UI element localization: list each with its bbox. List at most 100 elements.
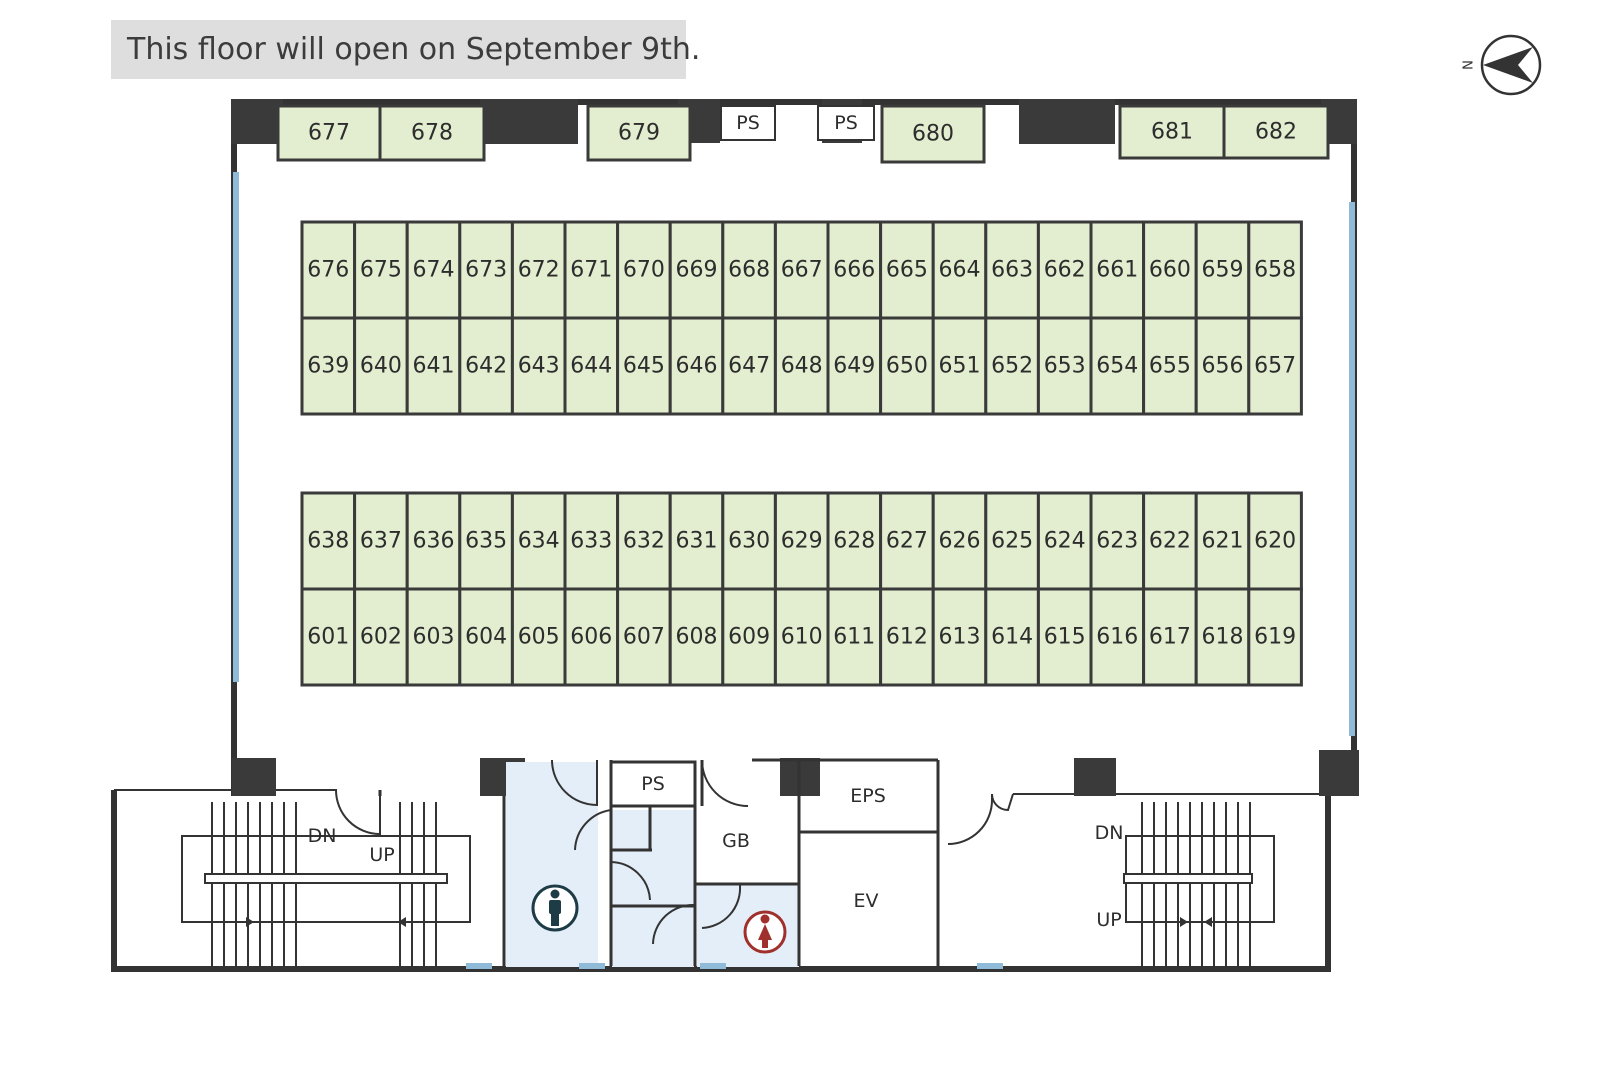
unit-number: 682 (1255, 120, 1297, 145)
unit-number: 645 (623, 354, 665, 379)
service-core (111, 750, 1359, 972)
stair-left-dn: DN (308, 825, 337, 847)
unit-611: 611 (826, 587, 883, 687)
unit-number: 680 (912, 122, 954, 147)
unit-664: 664 (931, 220, 988, 320)
unit-615: 615 (1036, 587, 1093, 687)
unit-620: 620 (1247, 491, 1303, 591)
gb-room-label: GB (722, 830, 750, 852)
unit-661: 661 (1089, 220, 1146, 320)
unit-666: 666 (826, 220, 883, 320)
unit-number: 604 (465, 625, 507, 650)
unit-606: 606 (563, 587, 620, 687)
unit-647: 647 (721, 316, 777, 416)
unit-614: 614 (984, 587, 1040, 687)
unit-number: 642 (465, 354, 507, 379)
ev-room-label: EV (853, 890, 878, 912)
unit-number: 626 (939, 529, 981, 554)
unit-number: 621 (1202, 529, 1244, 554)
unit-number: 607 (623, 625, 665, 650)
unit-number: 622 (1149, 529, 1191, 554)
unit-617: 617 (1142, 587, 1198, 687)
stair-right: DN UP (1095, 802, 1275, 968)
unit-number: 661 (1096, 258, 1138, 283)
stair-left: DN UP (181, 802, 471, 968)
unit-number: 652 (991, 354, 1033, 379)
unit-number: 605 (518, 625, 560, 650)
svg-text:PS: PS (736, 112, 760, 134)
unit-number: 644 (570, 354, 612, 379)
unit-number: 654 (1096, 354, 1138, 379)
unit-number: 655 (1149, 354, 1191, 379)
unit-616: 616 (1089, 587, 1146, 687)
unit-675: 675 (353, 220, 409, 320)
unit-number: 674 (413, 258, 455, 283)
unit-646: 646 (668, 316, 725, 416)
unit-673: 673 (458, 220, 514, 320)
unit-number: 617 (1149, 625, 1191, 650)
ps-room-top-2: PS (817, 105, 875, 141)
unit-number: 606 (570, 625, 612, 650)
unit-number: 678 (411, 121, 453, 146)
unit-671: 671 (563, 220, 620, 320)
unit-number: 643 (518, 354, 560, 379)
unit-number: 640 (360, 354, 402, 379)
unit-645: 645 (616, 316, 672, 416)
unit-676: 676 (300, 220, 357, 320)
unit-649: 649 (826, 316, 883, 416)
unit-650: 650 (879, 316, 935, 416)
opening-notice: This floor will open on September 9th. (111, 20, 700, 79)
unit-number: 657 (1254, 354, 1296, 379)
unit-number: 671 (570, 258, 612, 283)
unit-663: 663 (984, 220, 1040, 320)
unit-602: 602 (353, 587, 409, 687)
unit-623: 623 (1089, 491, 1146, 591)
unit-633: 633 (563, 491, 620, 591)
unit-682: 682 (1222, 104, 1330, 160)
unit-674: 674 (405, 220, 462, 320)
unit-number: 670 (623, 258, 665, 283)
svg-text:PS: PS (834, 112, 858, 134)
unit-number: 611 (833, 625, 875, 650)
unit-605: 605 (510, 587, 567, 687)
unit-667: 667 (773, 220, 830, 320)
unit-631: 631 (668, 491, 725, 591)
unit-632: 632 (616, 491, 672, 591)
unit-number: 636 (413, 529, 455, 554)
unit-643: 643 (510, 316, 567, 416)
unit-number: 664 (939, 258, 981, 283)
main-hall-walls (231, 99, 1357, 796)
unit-number: 612 (886, 625, 928, 650)
unit-number: 619 (1254, 625, 1296, 650)
unit-number: 616 (1096, 625, 1138, 650)
unit-642: 642 (458, 316, 514, 416)
stair-left-up: UP (369, 844, 394, 866)
unit-608: 608 (668, 587, 725, 687)
unit-659: 659 (1194, 220, 1251, 320)
unit-number: 631 (676, 529, 718, 554)
unit-652: 652 (984, 316, 1040, 416)
womens-restroom-icon (743, 910, 787, 954)
stair-right-up: UP (1096, 909, 1121, 931)
unit-635: 635 (458, 491, 514, 591)
unit-668: 668 (721, 220, 777, 320)
unit-678: 678 (378, 104, 486, 162)
unit-number: 676 (307, 258, 349, 283)
unit-657: 657 (1247, 316, 1303, 416)
unit-number: 648 (781, 354, 823, 379)
unit-629: 629 (773, 491, 830, 591)
unit-681: 681 (1118, 104, 1226, 160)
unit-669: 669 (668, 220, 725, 320)
unit-number: 628 (833, 529, 875, 554)
unit-number: 672 (518, 258, 560, 283)
ps-room-core: PS (609, 760, 697, 808)
unit-number: 618 (1202, 625, 1244, 650)
unit-651: 651 (931, 316, 988, 416)
unit-601: 601 (300, 587, 357, 687)
unit-number: 668 (728, 258, 770, 283)
unit-626: 626 (931, 491, 988, 591)
unit-number: 609 (728, 625, 770, 650)
unit-640: 640 (353, 316, 409, 416)
